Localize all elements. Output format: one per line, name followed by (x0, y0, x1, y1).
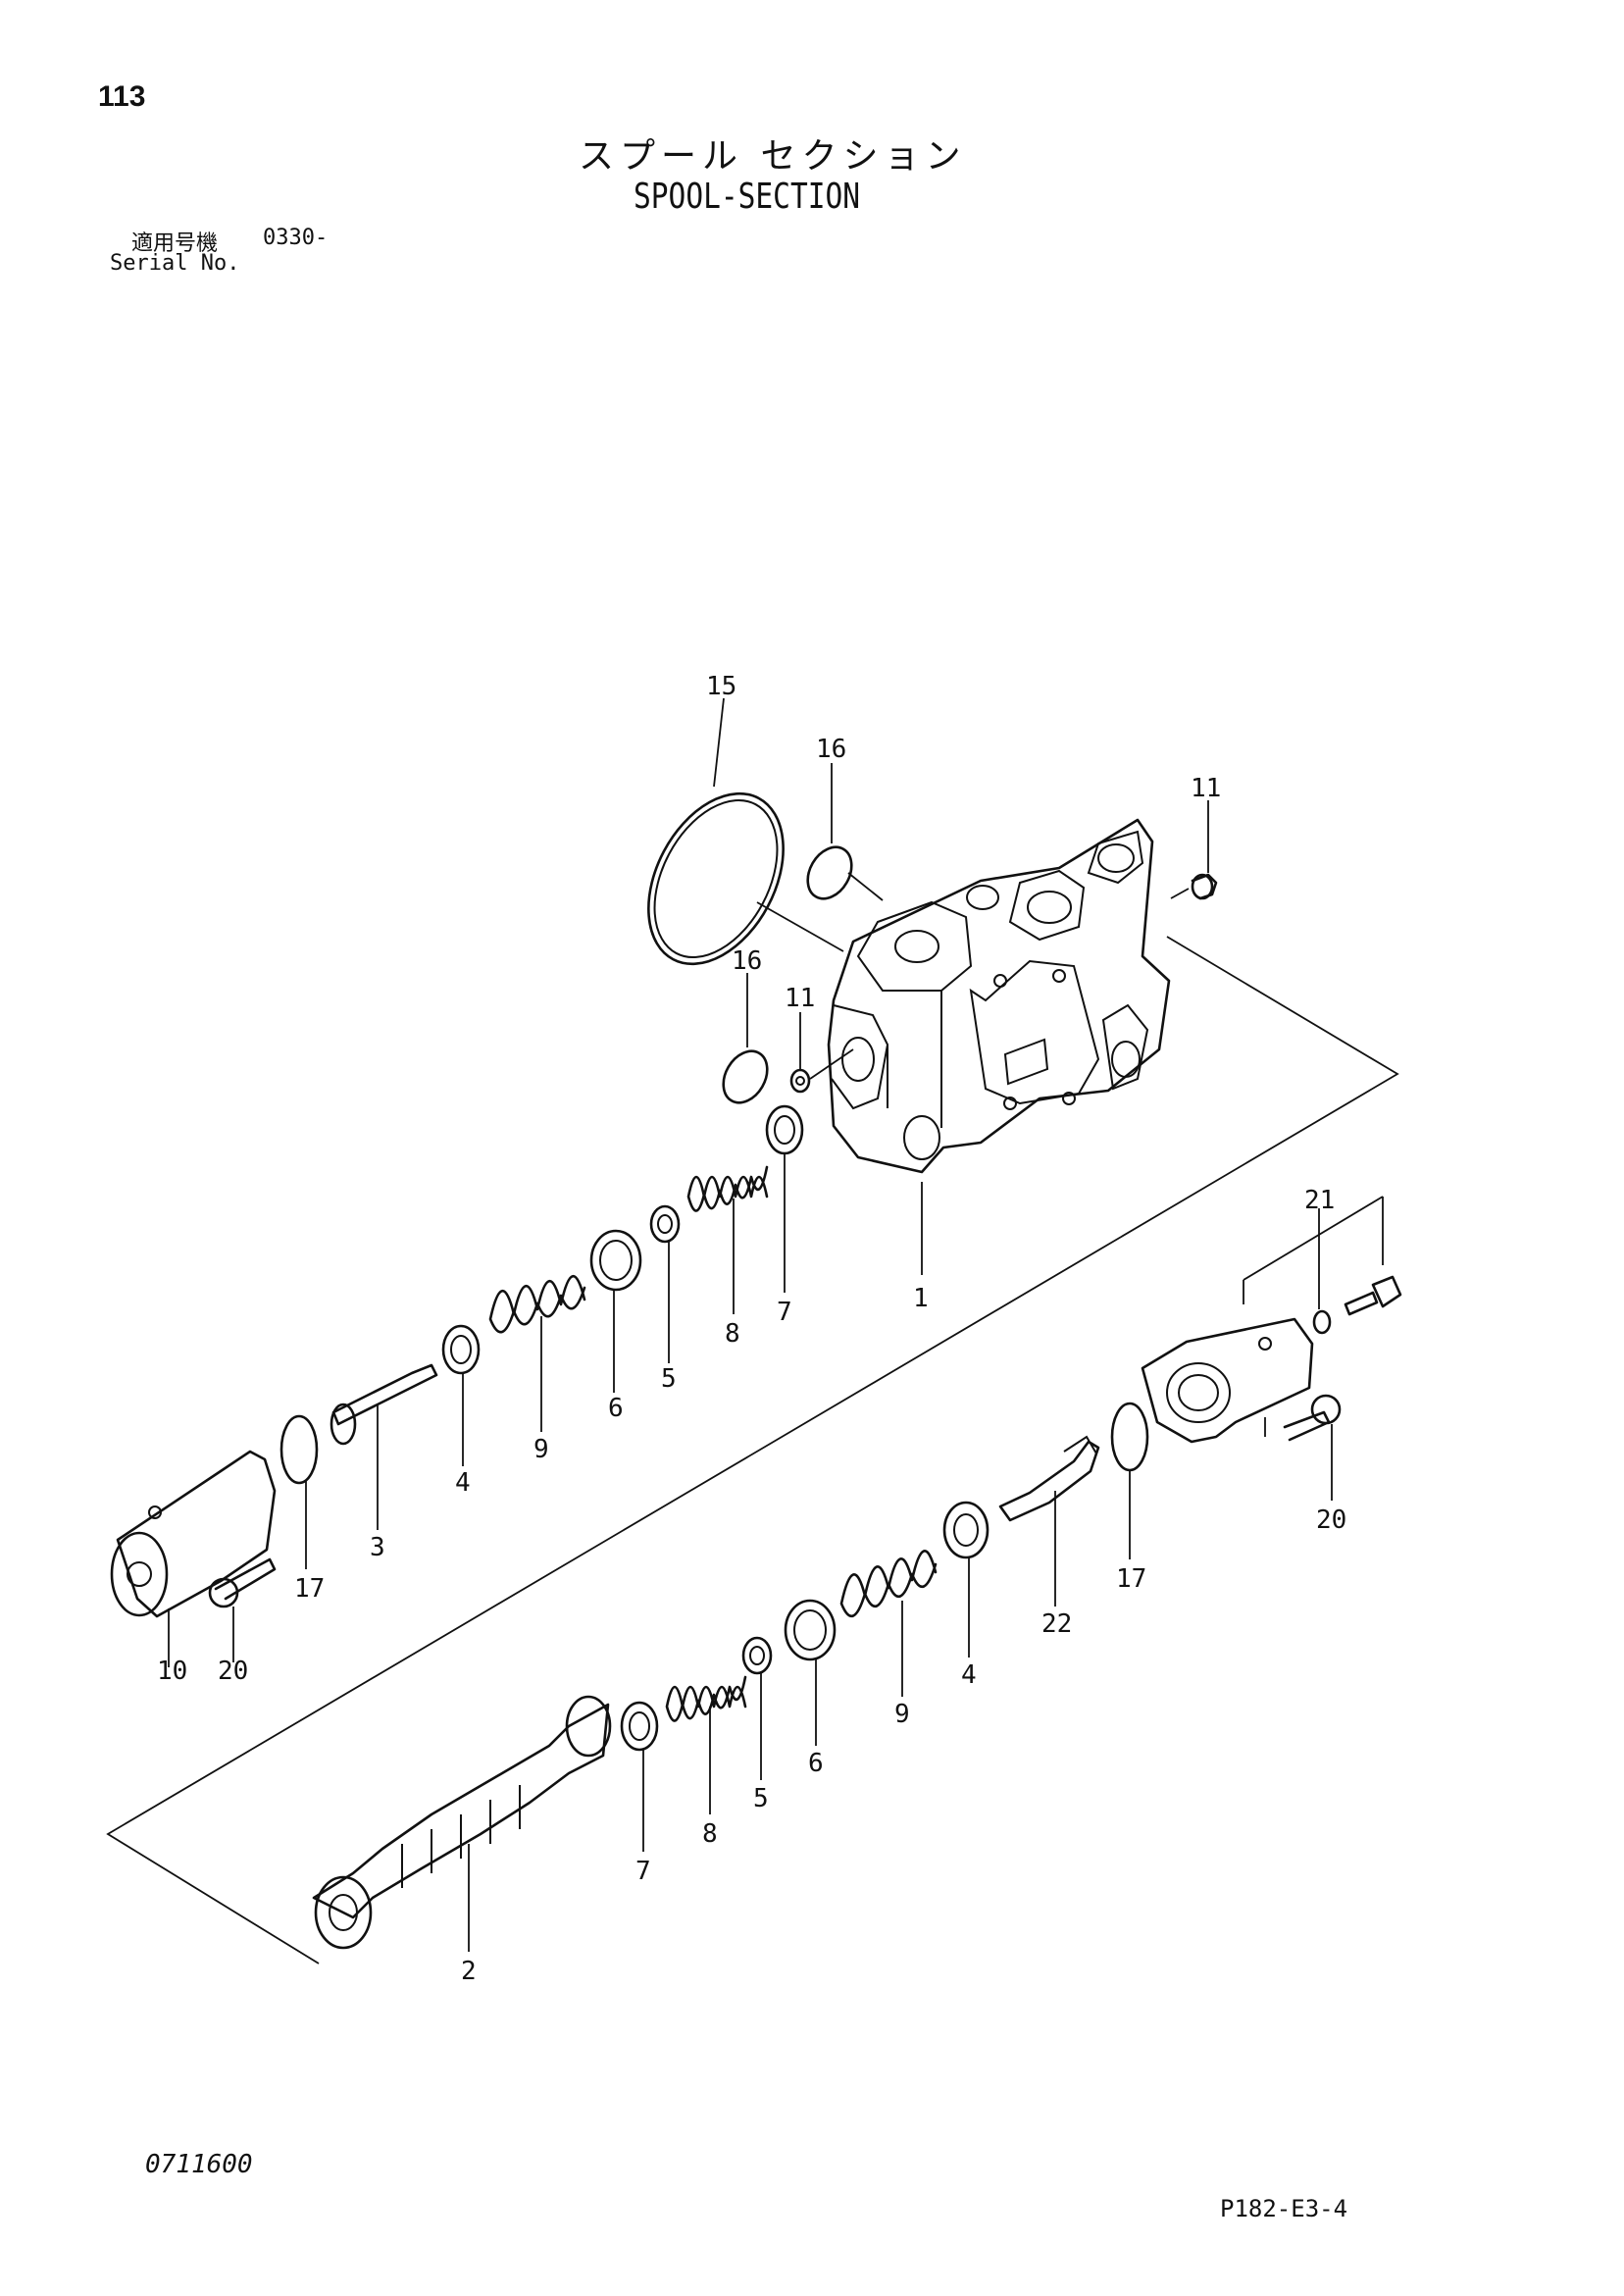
callout-6-upper: 6 (608, 1394, 624, 1423)
callout-9-lower: 9 (894, 1700, 910, 1729)
callout-11-left: 11 (785, 984, 815, 1013)
part-16-o-ring-lower (722, 973, 769, 1104)
part-8-spring-lower (665, 1675, 747, 1814)
callout-22: 22 (1041, 1609, 1072, 1639)
callout-16-lower: 16 (732, 946, 762, 976)
part-2-spool (312, 1695, 612, 1952)
part-21-bolt (1344, 1275, 1402, 1316)
callout-7-lower: 7 (635, 1857, 651, 1886)
serial-number-value: 0330- (263, 226, 329, 250)
part-7-retainer-upper (765, 1104, 804, 1293)
part-20-bolt-left (208, 1557, 277, 1662)
callout-3: 3 (370, 1533, 385, 1562)
part-6-collar-lower (784, 1599, 837, 1746)
callout-8-lower: 8 (702, 1819, 718, 1849)
part-9-spring-upper (488, 1274, 586, 1432)
part-1-valve-housing (827, 818, 1171, 1275)
part-cover-right (1141, 1196, 1384, 1444)
part-22-stopper (998, 1435, 1100, 1607)
callout-16-upper: 16 (816, 735, 846, 764)
part-8-spring-upper (686, 1165, 769, 1314)
part-4-seat-upper (441, 1324, 481, 1466)
title-english: SPOOL-SECTION (634, 177, 861, 217)
part-5-seal-upper (649, 1204, 681, 1363)
callout-20-right: 20 (1316, 1505, 1346, 1535)
callout-2: 2 (461, 1957, 477, 1986)
callout-5-lower: 5 (753, 1784, 769, 1813)
callout-15: 15 (706, 672, 736, 701)
part-4-seat-lower (942, 1501, 990, 1658)
callout-17-left: 17 (294, 1574, 325, 1604)
part-11-plug-left (789, 1012, 854, 1094)
part-10-cover-left (110, 1450, 277, 1667)
part-15-o-ring (647, 697, 844, 966)
callout-20-left: 20 (218, 1657, 248, 1686)
callout-8-upper: 8 (725, 1319, 740, 1349)
part-7-retainer-lower (620, 1701, 659, 1852)
callout-5-upper: 5 (661, 1364, 677, 1394)
part-16-o-ring-upper (806, 763, 884, 901)
part-5-seal-lower (741, 1636, 773, 1780)
part-20-bolt-right (1283, 1394, 1342, 1501)
callout-10: 10 (157, 1657, 187, 1686)
callout-4-lower: 4 (961, 1660, 977, 1690)
assembly-frame (106, 936, 1399, 1964)
title-japanese: スプール セクション (579, 136, 967, 177)
part-17-o-ring-left (279, 1414, 319, 1569)
callout-4-upper: 4 (455, 1468, 471, 1498)
serial-label-japanese: 適用号機 (131, 231, 219, 256)
part-9-spring-lower (839, 1550, 938, 1697)
callout-7-upper: 7 (777, 1298, 792, 1327)
serial-label-english: Serial No. (110, 251, 240, 276)
callout-11-right: 11 (1191, 774, 1221, 803)
part-17-o-ring-right (1110, 1402, 1149, 1559)
plate-code: P182-E3-4 (1220, 2195, 1348, 2222)
callout-21: 21 (1304, 1186, 1335, 1215)
callout-9-upper: 9 (533, 1435, 549, 1464)
part-6-collar-upper (589, 1229, 642, 1393)
page-number: 113 (98, 80, 146, 113)
callout-1: 1 (913, 1284, 929, 1313)
part-11-plug-right (1170, 800, 1218, 900)
part-3-stopper-upper (330, 1363, 438, 1530)
document-code: 0711600 (145, 2150, 253, 2179)
callout-6-lower: 6 (808, 1749, 824, 1778)
callout-17-right: 17 (1116, 1564, 1146, 1594)
callout-labels: 15 16 11 16 11 1 7 8 5 6 9 4 3 17 10 20 … (157, 672, 1346, 1986)
part-21-o-ring (1312, 1208, 1332, 1335)
